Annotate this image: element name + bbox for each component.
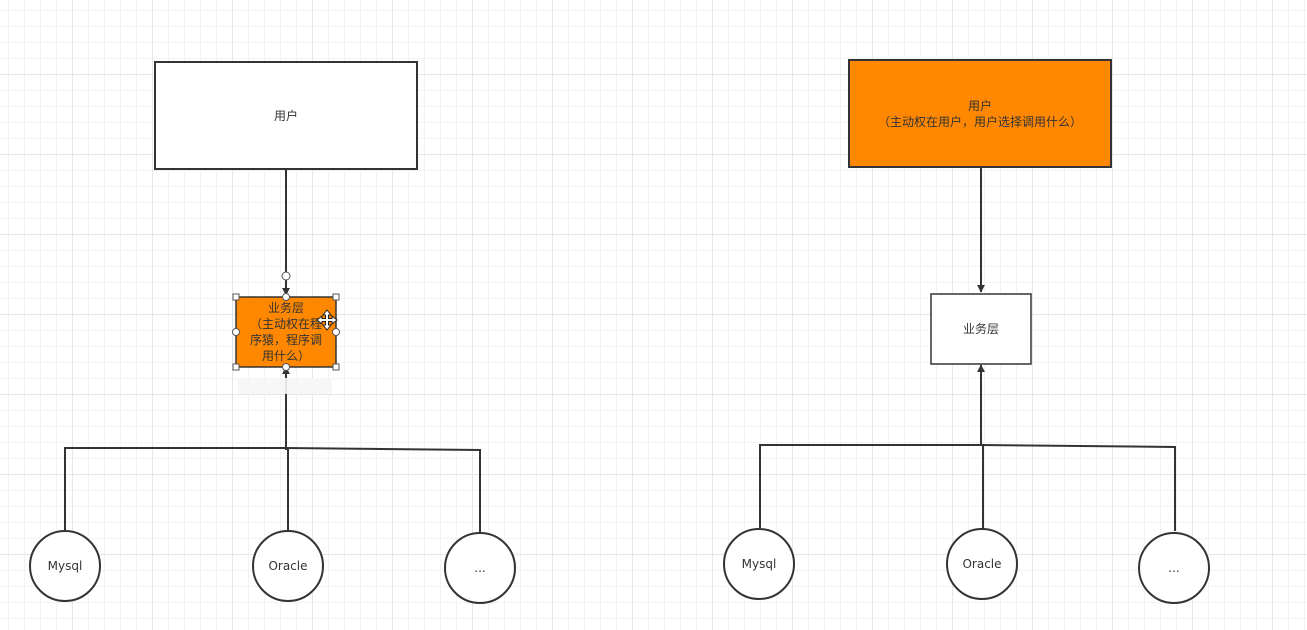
resize-handle-e[interactable] xyxy=(332,328,340,336)
coordinate-tooltip xyxy=(238,378,332,394)
resize-handle-sw[interactable] xyxy=(232,363,240,371)
right-service-node[interactable]: 业务层 xyxy=(930,293,1032,365)
resize-handle-se[interactable] xyxy=(332,363,340,371)
left-db-circle-1[interactable] xyxy=(29,530,101,602)
right-user-node[interactable]: 用户 （主动权在用户，用户选择调用什么） xyxy=(848,59,1112,168)
right-db-connector[interactable] xyxy=(759,364,1176,531)
left-service-node[interactable]: 业务层 （主动权在程 序猿，程序调 用什么） xyxy=(232,271,340,394)
resize-handle-n[interactable] xyxy=(282,293,290,301)
resize-handle-w[interactable] xyxy=(232,328,240,336)
right-db-node-3[interactable]: ... xyxy=(1138,532,1210,604)
left-db-label-3: ... xyxy=(474,561,485,575)
right-db-label-2: Oracle xyxy=(962,557,1001,571)
right-db-node-1[interactable]: Mysql xyxy=(723,528,795,600)
right-db-circle-1[interactable] xyxy=(723,528,795,600)
left-db-circle-3[interactable] xyxy=(444,532,516,604)
selection-handles[interactable] xyxy=(232,271,340,371)
move-cursor-icon xyxy=(316,309,338,331)
right-user-box[interactable] xyxy=(848,59,1112,168)
resize-handle-ne[interactable] xyxy=(332,293,340,301)
left-user-label: 用户 xyxy=(274,108,298,123)
right-db-circle-3[interactable] xyxy=(1138,532,1210,604)
resize-handle-s[interactable] xyxy=(282,363,290,371)
left-db-node-3[interactable]: ... xyxy=(444,532,516,604)
left-user-box[interactable] xyxy=(154,61,418,170)
left-service-label-line-4: 用什么） xyxy=(262,349,310,363)
right-db-label-3: ... xyxy=(1168,561,1179,575)
left-db-circle-2[interactable] xyxy=(252,530,324,602)
right-user-label-line-2: （主动权在用户，用户选择调用什么） xyxy=(878,114,1082,129)
right-diagram: 用户 （主动权在用户，用户选择调用什么） 业务层 Mysql Oracle ..… xyxy=(723,59,1210,604)
right-db-node-2[interactable]: Oracle xyxy=(946,528,1018,600)
left-service-label-line-3: 序猿，程序调 xyxy=(250,332,322,347)
left-db-node-1[interactable]: Mysql xyxy=(29,530,101,602)
right-db-circle-2[interactable] xyxy=(946,528,1018,600)
left-db-node-2[interactable]: Oracle xyxy=(252,530,324,602)
resize-handle-nw[interactable] xyxy=(232,293,240,301)
left-db-label-1: Mysql xyxy=(48,559,83,573)
left-service-label-line-1: 业务层 xyxy=(268,300,304,315)
right-service-label: 业务层 xyxy=(963,321,999,336)
left-diagram: 用户 业务层 （主动权在程 序猿，程序调 用什么） xyxy=(29,61,516,604)
right-db-label-1: Mysql xyxy=(742,557,777,571)
right-user-label-line-1: 用户 xyxy=(968,98,992,113)
left-service-label-line-2: （主动权在程 xyxy=(250,316,322,331)
left-db-label-2: Oracle xyxy=(268,559,307,573)
left-user-node[interactable]: 用户 xyxy=(154,61,418,170)
connection-point[interactable] xyxy=(281,271,291,281)
right-service-box[interactable] xyxy=(930,293,1032,365)
